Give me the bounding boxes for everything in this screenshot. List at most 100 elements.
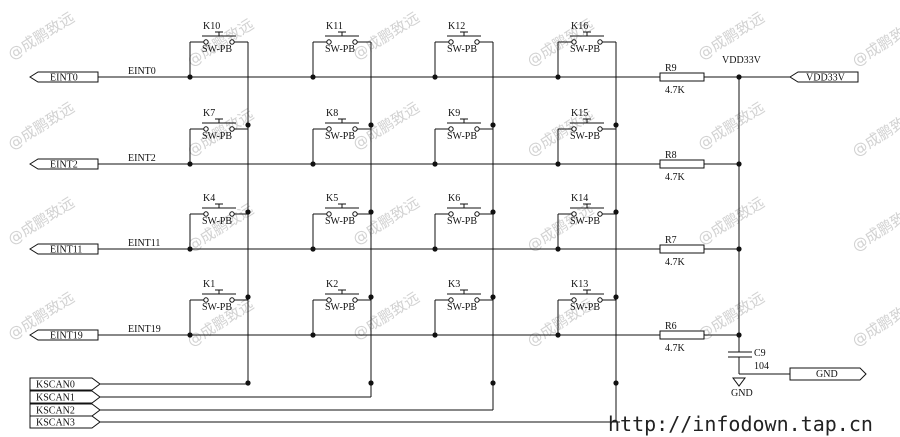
- switch-contact: [326, 297, 332, 303]
- switch-contact: [229, 297, 235, 303]
- junction-dot: [736, 332, 742, 338]
- switch-contact: [326, 126, 332, 132]
- junction-dot: [368, 380, 374, 386]
- scan-port-label: KSCAN1: [36, 393, 75, 404]
- junction-dot: [245, 209, 251, 215]
- junction-dot: [310, 332, 316, 338]
- port-label: EINT0: [50, 73, 78, 84]
- switch-contact: [571, 297, 577, 303]
- junction-dot: [187, 74, 193, 80]
- resistor: [659, 330, 705, 340]
- port-gnd: [789, 367, 867, 381]
- switch-type: SW-PB: [447, 302, 477, 313]
- switch-contact: [203, 126, 209, 132]
- capacitor-ref: C9: [754, 348, 766, 359]
- switch-ref: K1: [203, 279, 215, 290]
- junction-dot: [187, 246, 193, 252]
- switch-contact: [448, 211, 454, 217]
- switch-ref: K6: [448, 193, 460, 204]
- watermark-text: @成鹏致远: [5, 98, 78, 153]
- watermark-text: @成鹏致远: [695, 98, 768, 153]
- watermark-text: @成鹏致远: [695, 193, 768, 248]
- port-eint0: [29, 71, 99, 83]
- junction-dot: [368, 122, 374, 128]
- port-kscan1: [29, 390, 101, 404]
- switch-contact: [597, 39, 603, 45]
- switch-type: SW-PB: [570, 131, 600, 142]
- switch-contact: [352, 297, 358, 303]
- resistor-value: 4.7K: [665, 257, 686, 268]
- junction-dot: [245, 122, 251, 128]
- junction-dot: [368, 209, 374, 215]
- net-label: EINT2: [128, 153, 156, 164]
- switch-ref: K10: [203, 21, 220, 32]
- wire-layer: [98, 42, 790, 423]
- switch-contact: [571, 39, 577, 45]
- net-label: EINT0: [128, 66, 156, 77]
- switch-contact: [203, 39, 209, 45]
- component-layer: [29, 31, 867, 429]
- switch-contact: [229, 39, 235, 45]
- watermark-text: @成鹏致远: [350, 193, 423, 248]
- port-label: EINT2: [50, 160, 78, 171]
- watermark-text: @成鹏致远: [5, 8, 78, 63]
- switch-type: SW-PB: [202, 216, 232, 227]
- junction-dot: [736, 74, 742, 80]
- port-vdd33v: [789, 71, 859, 83]
- junction-dot: [613, 380, 619, 386]
- junction-dot: [490, 294, 496, 300]
- switch-type: SW-PB: [202, 44, 232, 55]
- switch-type: SW-PB: [447, 216, 477, 227]
- switch-ref: K3: [448, 279, 460, 290]
- switch-ref: K12: [448, 21, 465, 32]
- switch-contact: [326, 39, 332, 45]
- switch-ref: K5: [326, 193, 338, 204]
- port-eint19: [29, 329, 99, 341]
- resistor-value: 4.7K: [665, 85, 686, 96]
- watermark-text: @成鹏致远: [849, 200, 900, 255]
- resistor-ref: R8: [665, 150, 677, 161]
- ground-symbol: [732, 377, 746, 387]
- junction-dot: [555, 332, 561, 338]
- junction-dot: [736, 161, 742, 167]
- watermark-text: @成鹏致远: [184, 15, 257, 70]
- junction-dot: [432, 246, 438, 252]
- watermark-text: @成鹏致远: [350, 8, 423, 63]
- switch-ref: K13: [571, 279, 588, 290]
- switch-contact: [597, 126, 603, 132]
- watermark-text: @成鹏致远: [849, 295, 900, 350]
- junction-dot: [490, 122, 496, 128]
- junction-dot: [245, 294, 251, 300]
- switch-contact: [571, 211, 577, 217]
- resistor-ref: R9: [665, 63, 677, 74]
- junction-dot: [555, 74, 561, 80]
- scan-port-label: KSCAN2: [36, 406, 75, 417]
- switch-ref: K9: [448, 108, 460, 119]
- switch-contact: [597, 297, 603, 303]
- junction-dot: [245, 380, 251, 386]
- junction-dot: [490, 209, 496, 215]
- switch-contact: [448, 297, 454, 303]
- switch-contact: [229, 126, 235, 132]
- junction-dot: [555, 161, 561, 167]
- port-eint11: [29, 243, 99, 255]
- switch-ref: K14: [571, 193, 588, 204]
- junction-dot: [432, 161, 438, 167]
- switch-contact: [597, 211, 603, 217]
- junction-dot: [555, 246, 561, 252]
- watermark-text: @成鹏致远: [849, 15, 900, 70]
- switch-ref: K15: [571, 108, 588, 119]
- resistor-ref: R6: [665, 321, 677, 332]
- switch-ref: K8: [326, 108, 338, 119]
- resistor: [659, 244, 705, 254]
- switch-contact: [229, 211, 235, 217]
- junction-dot: [310, 246, 316, 252]
- watermark-text: @成鹏致远: [350, 98, 423, 153]
- port-kscan2: [29, 403, 101, 417]
- switch-type: SW-PB: [447, 44, 477, 55]
- switch-contact: [474, 39, 480, 45]
- switch-type: SW-PB: [202, 302, 232, 313]
- junction-dot: [368, 294, 374, 300]
- net-label: EINT19: [128, 324, 161, 335]
